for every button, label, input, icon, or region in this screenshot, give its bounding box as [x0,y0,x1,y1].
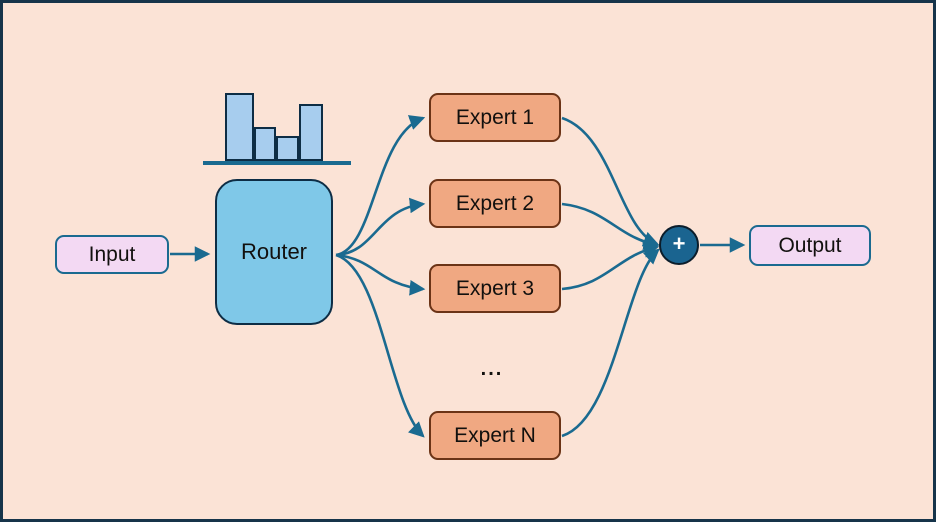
experts-ellipsis-label: ... [480,358,504,380]
histogram-bar-2 [254,127,276,161]
expert-node-1[interactable]: Expert 1 [429,93,561,142]
input-label: Input [88,242,136,266]
plus-icon: + [672,230,686,256]
expert-label-n: Expert N [454,423,536,447]
router-node[interactable]: Router [215,179,333,325]
histogram-bar-4 [299,104,323,161]
expert-node-3[interactable]: Expert 3 [429,264,561,313]
expert-label-1: Expert 1 [455,105,535,129]
output-node[interactable]: Output [749,225,871,266]
histogram-bar-3 [276,136,299,161]
router-gate-histogram [3,3,933,519]
input-node[interactable]: Input [55,235,169,274]
router-label: Router [240,238,308,264]
expert-node-n[interactable]: Expert N [429,411,561,460]
expert-node-2[interactable]: Expert 2 [429,179,561,228]
expert-label-2: Expert 2 [455,191,535,215]
experts-ellipsis: ... [478,357,506,381]
expert-label-3: Expert 3 [455,276,535,300]
output-label: Output [778,233,842,257]
summation-node[interactable]: + [659,225,699,265]
histogram-baseline [203,161,351,165]
histogram-bar-1 [225,93,254,161]
